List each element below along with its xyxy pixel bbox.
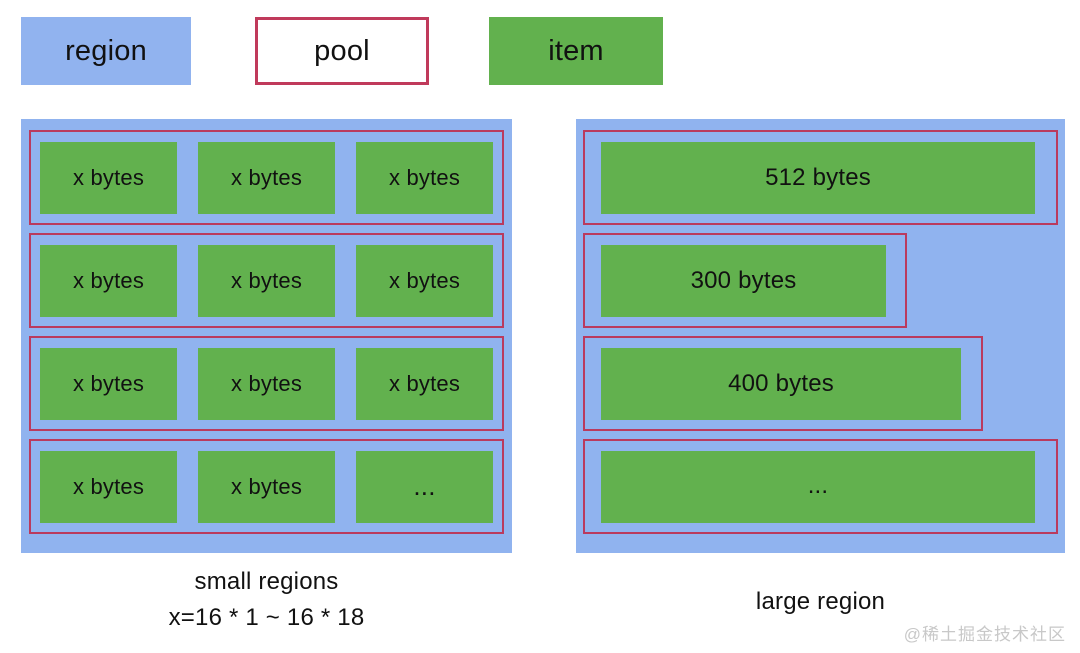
caption-large-region: large region — [576, 588, 1065, 616]
item-box-ellipsis: ... — [601, 450, 1035, 523]
pool-row: x bytes x bytes x bytes — [29, 336, 504, 431]
item-box: 300 bytes — [601, 244, 886, 317]
item-box: x bytes — [40, 141, 177, 214]
item-box: x bytes — [40, 244, 177, 317]
item-box: 400 bytes — [601, 347, 961, 420]
item-box: 512 bytes — [601, 141, 1035, 214]
watermark: @稀土掘金技术社区 — [903, 625, 1066, 644]
pool-row: ... — [583, 439, 1058, 534]
legend-label-pool: pool — [314, 34, 370, 67]
item-box: x bytes — [40, 450, 177, 523]
item-box: x bytes — [198, 141, 335, 214]
legend-label-item: item — [548, 34, 604, 67]
item-box-ellipsis: ... — [356, 450, 493, 523]
caption-small-regions: small regions x=16 * 1 ~ 16 * 18 — [21, 568, 512, 632]
pool-row: 400 bytes — [583, 336, 983, 431]
caption-small-line1: small regions — [194, 568, 339, 595]
item-box: x bytes — [198, 347, 335, 420]
legend-swatch-pool: pool — [255, 17, 429, 85]
legend-swatch-region: region — [21, 17, 191, 85]
pool-row: 512 bytes — [583, 130, 1058, 225]
legend-swatch-item: item — [489, 17, 663, 85]
pool-row: 300 bytes — [583, 233, 907, 328]
pool-row: x bytes x bytes ... — [29, 439, 504, 534]
pool-row: x bytes x bytes x bytes — [29, 233, 504, 328]
region-panel-small: x bytes x bytes x bytes x bytes x bytes … — [21, 119, 512, 553]
item-box: x bytes — [356, 141, 493, 214]
item-box: x bytes — [356, 244, 493, 317]
pool-row: x bytes x bytes x bytes — [29, 130, 504, 225]
item-box: x bytes — [198, 450, 335, 523]
item-box: x bytes — [198, 244, 335, 317]
legend-label-region: region — [65, 34, 147, 67]
caption-large-line1: large region — [755, 588, 886, 615]
region-panel-large: 512 bytes 300 bytes 400 bytes ... — [576, 119, 1065, 553]
legend: region pool item — [0, 0, 1080, 104]
item-box: x bytes — [40, 347, 177, 420]
item-box: x bytes — [356, 347, 493, 420]
caption-small-line2: x=16 * 1 ~ 16 * 18 — [168, 604, 365, 631]
